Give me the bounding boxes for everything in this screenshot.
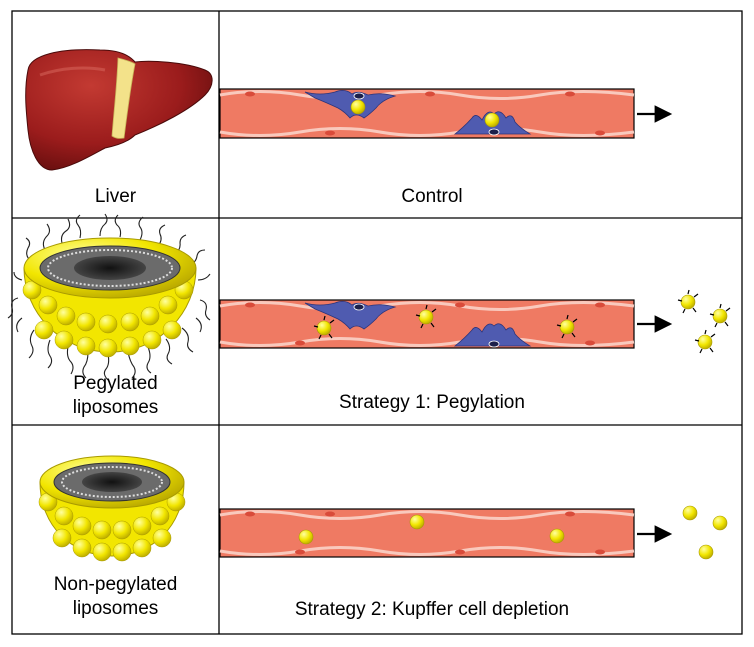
kupffer-cell — [304, 90, 397, 119]
left-label-pegylated-line2: liposomes — [72, 397, 159, 418]
liposome-particle — [549, 528, 565, 544]
left-label-non-pegylated-line1: Non-pegylated — [53, 574, 178, 595]
right-label-strategy-2: Strategy 2: Kupffer cell depletion — [294, 599, 570, 620]
table-grid — [11, 10, 743, 635]
liposome-particle — [484, 112, 500, 128]
liposome-particle — [712, 515, 728, 531]
liposome-particle — [698, 544, 714, 560]
non-pegylated-liposome-illustration — [38, 455, 186, 562]
right-label-strategy-1: Strategy 1: Pegylation — [339, 392, 525, 413]
liposome-particle — [409, 514, 425, 530]
right-label-control: Control — [401, 186, 463, 207]
left-label-liver: Liver — [94, 186, 137, 207]
kupffer-cell — [304, 301, 397, 330]
pegylated-liposome-illustration — [7, 213, 211, 381]
pegylated-particle — [556, 314, 578, 339]
pegylated-particle — [313, 315, 335, 340]
pegylated-particle — [709, 303, 731, 328]
pegylated-particle — [677, 289, 699, 314]
left-label-pegylated-line1: Pegylated — [73, 373, 158, 394]
liver-illustration — [25, 49, 213, 171]
vessel-strategy-1 — [219, 289, 731, 354]
left-label-non-pegylated-line2: liposomes — [72, 598, 159, 619]
liposome-particle — [298, 529, 314, 545]
pegylated-particle — [415, 304, 437, 329]
pegylated-particle — [694, 329, 716, 354]
liposome-particle — [682, 505, 698, 521]
vessel-strategy-2 — [219, 505, 728, 560]
vessel-control — [219, 88, 673, 139]
liposome-particle — [350, 99, 366, 115]
kupffer-cell — [453, 323, 532, 347]
